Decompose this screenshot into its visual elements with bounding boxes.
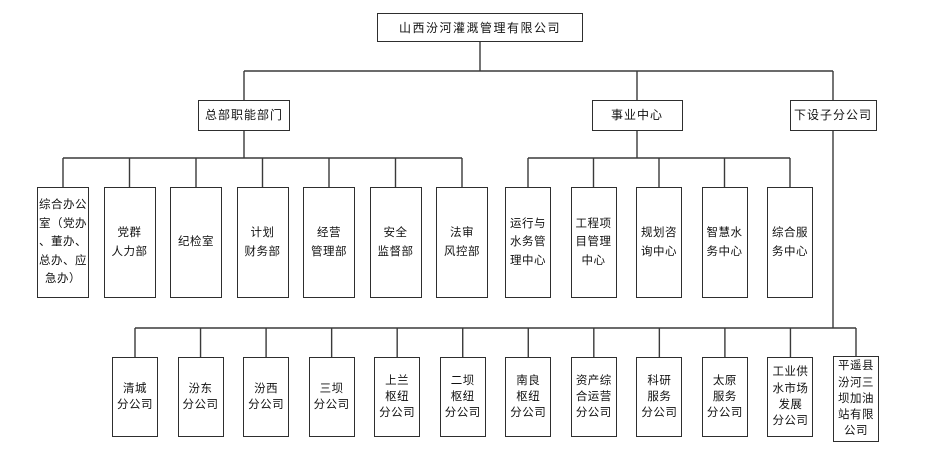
org-node-hq-dept-5-label: 经营 管理部: [311, 226, 347, 258]
org-node-branch-9: 科研 服务 分公司: [636, 357, 683, 437]
org-node-branch-7-label: 南良 枢纽 分公司: [510, 374, 547, 420]
org-node-root: 山西汾河灌溉管理有限公司: [377, 13, 583, 42]
org-node-center-3: 规划咨 询中心: [636, 187, 682, 298]
org-node-branch-3-label: 汾西 分公司: [248, 382, 285, 411]
org-node-branch-12-label: 平遥县 汾河三 坝加油 站有限 公司: [837, 360, 874, 438]
org-node-center-4: 智慧水 务中心: [701, 187, 748, 298]
org-node-branch-10: 太原 服务 分公司: [701, 357, 748, 437]
org-node-center-1-label: 运行与 水务管 理中心: [510, 217, 546, 267]
org-node-center-4-label: 智慧水 务中心: [706, 226, 743, 258]
org-node-branch-5: 上兰 枢纽 分公司: [374, 357, 421, 437]
org-node-branch-12: 平遥县 汾河三 坝加油 站有限 公司: [832, 356, 879, 442]
org-node-business-centers-label: 事业中心: [610, 108, 663, 123]
org-node-branch-3: 汾西 分公司: [243, 357, 290, 437]
org-node-root-label: 山西汾河灌溉管理有限公司: [398, 20, 561, 35]
org-node-center-5-label: 综合服 务中心: [772, 226, 808, 258]
org-node-center-1: 运行与 水务管 理中心: [505, 187, 551, 298]
org-node-hq-departments-label: 总部职能部门: [204, 108, 283, 123]
org-node-branch-7: 南良 枢纽 分公司: [505, 357, 552, 437]
org-node-branch-8-label: 资产综 合运营 分公司: [575, 374, 612, 420]
org-node-hq-dept-7-label: 法审 风控部: [444, 226, 480, 258]
org-node-branch-2-label: 汾东 分公司: [182, 382, 219, 411]
org-node-hq-dept-2-label: 党群 人力部: [111, 226, 148, 258]
org-node-hq-dept-5: 经营 管理部: [303, 187, 355, 298]
org-node-hq-dept-3-label: 纪检室: [178, 236, 214, 249]
org-node-hq-dept-6-label: 安全 监督部: [377, 226, 414, 258]
org-node-hq-departments: 总部职能部门: [198, 100, 290, 131]
org-node-branch-2: 汾东 分公司: [177, 357, 224, 437]
org-node-branch-11: 工业供 水市场 发展 分公司: [767, 357, 814, 437]
org-node-branch-6: 二坝 枢纽 分公司: [439, 357, 486, 437]
org-node-branch-companies: 下设子分公司: [789, 100, 877, 131]
org-node-hq-dept-1-label: 综合办公 室（党办 、董办、 总办、应 急办）: [39, 198, 87, 286]
org-node-hq-dept-6: 安全 监督部: [369, 187, 422, 298]
org-node-center-2: 工程项 目管理 中心: [570, 187, 617, 298]
org-node-center-5: 综合服 务中心: [767, 187, 813, 298]
org-node-branch-8: 资产综 合运营 分公司: [570, 357, 617, 437]
org-node-hq-dept-1: 综合办公 室（党办 、董办、 总办、应 急办）: [37, 187, 89, 298]
org-node-branch-9-label: 科研 服务 分公司: [641, 374, 678, 420]
org-node-hq-dept-7: 法审 风控部: [436, 187, 488, 298]
org-node-branch-5-label: 上兰 枢纽 分公司: [379, 374, 416, 420]
connector-path: [62, 42, 857, 357]
org-node-hq-dept-2: 党群 人力部: [103, 187, 156, 298]
org-node-hq-dept-3: 纪检室: [170, 187, 222, 298]
org-node-branch-6-label: 二坝 枢纽 分公司: [444, 374, 481, 420]
org-node-branch-1: 清城 分公司: [112, 357, 158, 437]
org-node-business-centers: 事业中心: [591, 100, 683, 131]
org-node-center-3-label: 规划咨 询中心: [641, 226, 677, 258]
org-node-branch-4-label: 三坝 分公司: [313, 382, 350, 411]
org-node-center-2-label: 工程项 目管理 中心: [575, 217, 612, 267]
org-node-hq-dept-4-label: 计划 财务部: [244, 226, 281, 258]
org-node-branch-1-label: 清城 分公司: [117, 382, 153, 411]
org-node-branch-companies-label: 下设子分公司: [793, 108, 872, 123]
org-node-branch-10-label: 太原 服务 分公司: [706, 374, 743, 420]
org-node-branch-4: 三坝 分公司: [308, 357, 355, 437]
org-node-branch-11-label: 工业供 水市场 发展 分公司: [772, 366, 809, 428]
org-node-hq-dept-4: 计划 财务部: [236, 187, 289, 298]
